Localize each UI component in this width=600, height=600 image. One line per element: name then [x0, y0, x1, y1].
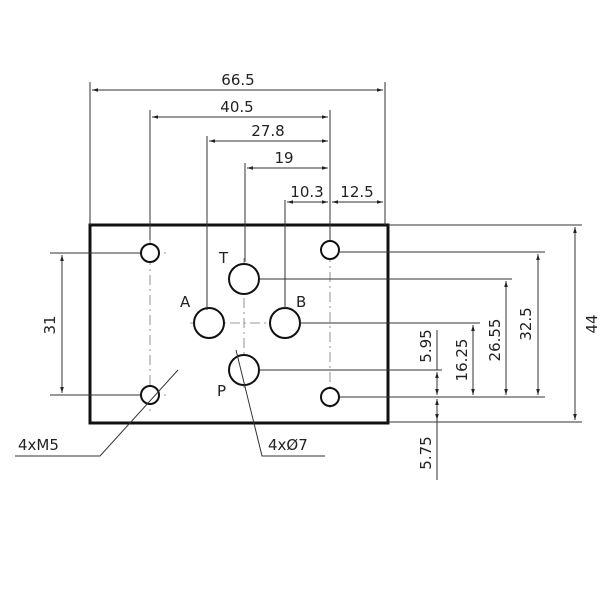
dim-10-3: 10.3 — [290, 183, 323, 201]
bolt-hole — [320, 240, 340, 260]
port-label-t: T — [218, 249, 229, 267]
port-label-b: B — [296, 293, 306, 311]
leaders — [15, 349, 325, 457]
port-p — [228, 354, 260, 386]
port-label-a: A — [180, 293, 191, 311]
bolt-hole — [140, 385, 160, 405]
plate-outline — [88, 223, 390, 425]
dim-5-75: 5.75 — [417, 436, 435, 469]
dim-26-55: 26.55 — [486, 319, 504, 362]
dim-16-25: 16.25 — [453, 339, 471, 382]
port-t — [228, 263, 260, 295]
dim-44: 44 — [583, 314, 600, 333]
port-a — [193, 307, 225, 339]
dim-19: 19 — [274, 149, 293, 167]
mounting-holes — [140, 240, 340, 407]
dim-27-8: 27.8 — [251, 122, 284, 140]
bolt-hole — [320, 387, 340, 407]
dim-12-5: 12.5 — [340, 183, 373, 201]
centerlines — [130, 232, 340, 412]
horizontal-dimensions — [89, 82, 386, 310]
bolt-hole — [140, 243, 160, 263]
ports — [193, 263, 301, 386]
callout-bolts: 4xM5 — [18, 436, 59, 454]
dim-32-5: 32.5 — [517, 307, 535, 340]
dim-31: 31 — [41, 315, 59, 334]
port-label-p: P — [217, 382, 226, 400]
dim-40-5: 40.5 — [220, 98, 253, 116]
dim-5-95: 5.95 — [417, 329, 435, 362]
vertical-dimensions — [50, 224, 582, 480]
dim-66-5: 66.5 — [221, 71, 254, 89]
callout-ports: 4xØ7 — [268, 436, 308, 454]
port-b — [269, 307, 301, 339]
